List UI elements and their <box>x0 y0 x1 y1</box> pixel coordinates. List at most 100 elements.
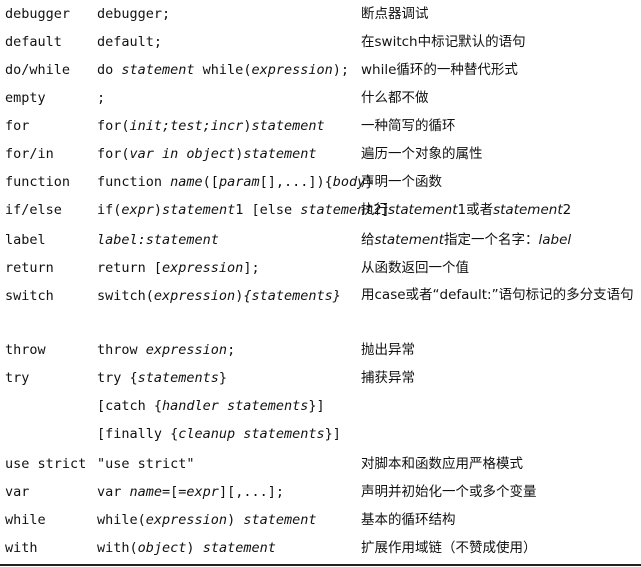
statement-description: 用case或者“default:”语句标记的多分支语句 <box>361 287 634 303</box>
syntax-placeholder: statement <box>243 512 317 528</box>
syntax-placeholder: var in object <box>129 146 236 162</box>
statement-syntax: if(expr)statement1 [else statement2] <box>97 196 390 224</box>
syntax-placeholder: expr <box>186 484 219 500</box>
statement-description: 声明并初始化一个或多个变量 <box>361 484 537 500</box>
statement-keyword: try <box>5 370 30 386</box>
syntax-placeholder: param <box>218 174 260 190</box>
syntax-text: }] <box>324 426 341 442</box>
syntax-text: try { <box>97 370 138 386</box>
syntax-text: =[= <box>162 484 187 500</box>
syntax-placeholder: statement <box>388 202 458 218</box>
syntax-text: 1 [else <box>235 202 301 218</box>
statement-keyword: for <box>5 118 30 134</box>
syntax-placeholder: statement <box>493 202 563 218</box>
statement-syntax: function name([param[],...]){body} <box>97 168 373 196</box>
statement-syntax: label:statement <box>97 226 219 254</box>
syntax-placeholder: handler statements <box>162 398 309 414</box>
statement-description: 执行statement1或者statement2 <box>361 196 637 224</box>
syntax-text: default; <box>97 34 163 50</box>
statement-syntax: var name=[=expr][,...]; <box>97 478 284 506</box>
syntax-text: "use strict" <box>97 456 195 472</box>
statement-syntax: do statement while(expression); <box>97 56 349 84</box>
statement-description: 对脚本和函数应用严格模式 <box>361 456 523 472</box>
statement-description: while循环的一种替代形式 <box>361 62 518 78</box>
syntax-text: [finally { <box>97 426 179 442</box>
syntax-text: for( <box>97 146 130 162</box>
statement-keyword: while <box>5 512 46 528</box>
syntax-text: }] <box>308 398 325 414</box>
syntax-text: ) <box>235 288 244 304</box>
syntax-line: debugger; <box>97 0 170 28</box>
syntax-text: } <box>218 370 228 386</box>
statement-keyword: do/while <box>5 62 71 78</box>
statement-syntax: try {statements}[catch {handler statemen… <box>97 364 341 448</box>
syntax-placeholder: statement <box>243 146 317 162</box>
syntax-line: try {statements} <box>97 364 341 392</box>
syntax-placeholder: statement <box>121 62 195 78</box>
syntax-placeholder: name <box>129 484 163 500</box>
syntax-line: label:statement <box>97 226 219 254</box>
syntax-text: ([ <box>202 174 219 190</box>
statement-syntax: for(init;test;incr)statement <box>97 112 325 140</box>
syntax-line: for(init;test;incr)statement <box>97 112 325 140</box>
syntax-text: [],...]){ <box>259 174 333 190</box>
statement-description: 什么都不做 <box>361 90 429 106</box>
statement-syntax: with(object) statement <box>97 534 276 562</box>
syntax-line: if(expr)statement1 [else statement2] <box>97 196 390 224</box>
statement-syntax: while(expression) statement <box>97 506 316 534</box>
syntax-line: switch(expression){statements} <box>97 282 341 310</box>
statement-syntax: switch(expression){statements} <box>97 282 341 310</box>
statement-keyword: with <box>5 540 38 556</box>
syntax-text: ) <box>243 118 252 134</box>
syntax-text: ; <box>227 342 236 358</box>
syntax-text: while( <box>97 512 146 528</box>
syntax-line: throw expression; <box>97 336 235 364</box>
syntax-placeholder: init;test;incr <box>129 118 244 134</box>
syntax-text: var <box>97 484 130 500</box>
statement-syntax: throw expression; <box>97 336 235 364</box>
syntax-text: ); <box>332 62 349 78</box>
syntax-placeholder: expression <box>145 342 228 358</box>
syntax-text: ; <box>97 90 106 106</box>
statement-description: 遍历一个对象的属性 <box>361 146 483 162</box>
statement-keyword: return <box>5 260 54 276</box>
syntax-text: do <box>97 62 122 78</box>
statement-keyword: if/else <box>5 202 62 218</box>
syntax-placeholder: statement <box>374 232 445 248</box>
statement-syntax: ; <box>97 84 105 112</box>
syntax-text: ) <box>235 146 244 162</box>
table-bottom-rule <box>0 564 641 566</box>
syntax-text: while( <box>194 62 252 78</box>
statement-keyword: use strict <box>5 456 87 472</box>
syntax-text: with( <box>97 540 138 556</box>
syntax-text: 2 <box>562 202 572 218</box>
syntax-text: ) <box>153 202 163 218</box>
syntax-line: do statement while(expression); <box>97 56 349 84</box>
syntax-line: [finally {cleanup statements}] <box>97 420 341 448</box>
statement-keyword: debugger <box>5 6 71 22</box>
syntax-line: for(var in object)statement <box>97 140 316 168</box>
syntax-placeholder: expression <box>162 260 244 276</box>
syntax-placeholder: statement <box>202 540 276 556</box>
syntax-text: ]; <box>243 260 260 276</box>
statement-description: 基本的循环结构 <box>361 512 456 528</box>
statement-keyword: function <box>5 174 71 190</box>
statement-keyword: throw <box>5 342 46 358</box>
syntax-placeholder: expression <box>145 512 228 528</box>
syntax-placeholder: expression <box>251 62 333 78</box>
statement-description: 在switch中标记默认的语句 <box>361 34 526 50</box>
syntax-text: function <box>97 174 171 190</box>
statement-keyword: default <box>5 34 62 50</box>
statement-syntax: debugger; <box>97 0 170 28</box>
syntax-placeholder: statement <box>300 202 374 218</box>
syntax-text: ) <box>227 512 244 528</box>
statement-syntax: default; <box>97 28 162 56</box>
statement-keyword: switch <box>5 288 54 304</box>
syntax-placeholder: statement <box>162 202 236 218</box>
statement-description: 一种简写的循环 <box>361 118 456 134</box>
statement-syntax: "use strict" <box>97 450 195 478</box>
statement-description: 声明一个函数 <box>361 174 442 190</box>
syntax-line: with(object) statement <box>97 534 276 562</box>
syntax-text: 给 <box>361 232 375 248</box>
syntax-text: switch( <box>97 288 154 304</box>
